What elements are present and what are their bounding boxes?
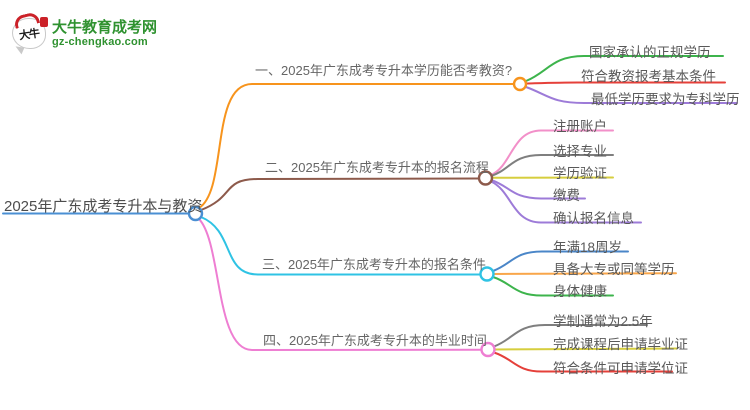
branch4-curve — [198, 218, 482, 352]
leaf-label: 最低学历要求为专科学历 — [591, 92, 740, 107]
leaf-curve — [490, 180, 642, 224]
leaf-label: 国家承认的正规学历 — [589, 45, 711, 60]
leaf-label: 选择专业 — [553, 144, 607, 159]
branch2-curve — [200, 177, 480, 211]
leaf-curve — [490, 179, 586, 200]
site-url: gz-chengkao.com — [52, 36, 148, 49]
branch2-label: 二、2025年广东成考专升本的报名流程 — [265, 160, 489, 175]
leaf-label: 身体健康 — [553, 284, 607, 299]
branch1-curve — [198, 83, 515, 209]
branch1-node-handle[interactable] — [512, 76, 528, 92]
branch3-curve — [200, 216, 481, 276]
leaf-label: 注册账户 — [553, 119, 607, 134]
leaf-curve — [490, 129, 614, 176]
leaf-curve — [492, 272, 677, 275]
site-name: 大牛教育成考网 — [52, 19, 158, 36]
branch3-node-handle[interactable] — [479, 266, 495, 282]
leaf-curve — [525, 86, 738, 104]
branch1-label: 一、2025年广东成考专升本学历能否考教资? — [255, 63, 513, 78]
leaf-label: 学制通常为2.5年 — [553, 314, 653, 329]
leaf-label: 年满18周岁 — [553, 240, 623, 255]
leaf-label: 符合条件可申请学位证 — [553, 361, 688, 376]
logo-bubble-icon: 大牛 — [12, 11, 48, 55]
leaf-label: 缴费 — [553, 188, 580, 203]
leaf-curve — [492, 276, 614, 297]
branch4-node-handle[interactable] — [480, 341, 496, 358]
leaf-label: 符合教资报考基本条件 — [581, 69, 716, 84]
branch4-label: 四、2025年广东成考专升本的毕业时间 — [263, 333, 487, 348]
leaf-curve — [493, 324, 648, 348]
leaf-curve — [492, 250, 629, 272]
root-node-handle[interactable] — [187, 205, 204, 222]
leaf-label: 确认报名信息 — [553, 211, 634, 226]
leaf-label: 学历验证 — [553, 166, 607, 181]
leaf-curve — [525, 55, 724, 82]
leaf-label: 完成课程后申请毕业证 — [553, 337, 688, 352]
leaf-curve — [490, 154, 614, 177]
leaf-curve — [494, 347, 678, 351]
branch3-label: 三、2025年广东成考专升本的报名条件 — [262, 257, 486, 272]
logo-seal-icon — [40, 17, 48, 27]
leaf-curve — [525, 81, 726, 85]
site-logo[interactable]: 大牛 大牛教育成考网 gz-chengkao.com — [12, 11, 158, 55]
branch2-node-handle[interactable] — [477, 170, 494, 186]
leaf-curve — [493, 351, 673, 373]
root-node-label: 2025年广东成考专升本与教资 — [4, 198, 203, 215]
leaf-label: 具备大专或同等学历 — [553, 262, 675, 277]
